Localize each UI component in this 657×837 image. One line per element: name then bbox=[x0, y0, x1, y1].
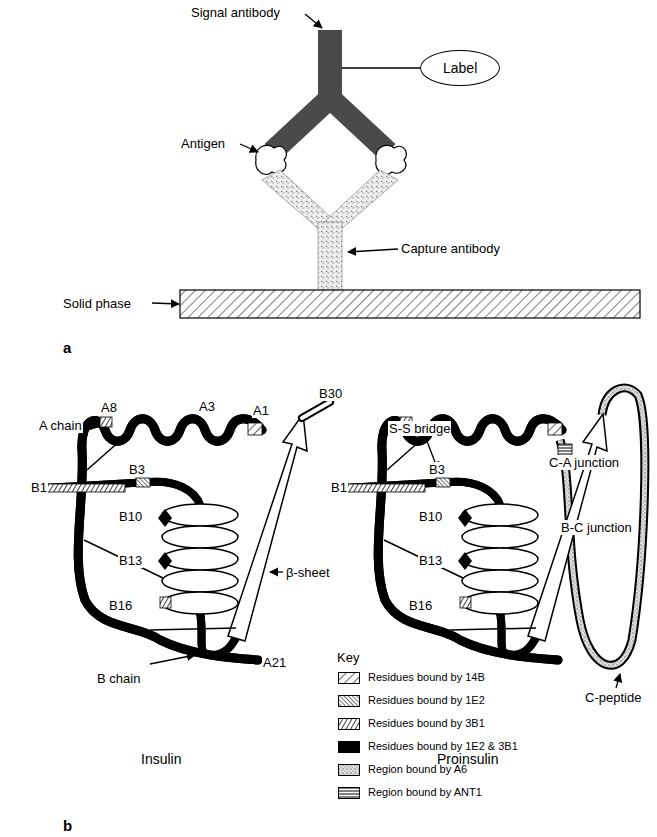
text-label: C-peptide bbox=[584, 690, 642, 705]
text-label: a bbox=[62, 340, 72, 355]
legend-row: Residues bound by 1E2 bbox=[338, 689, 518, 712]
swatch-fill bbox=[339, 741, 360, 752]
drawing-line bbox=[270, 571, 283, 572]
legend-swatch bbox=[338, 718, 360, 730]
drawing-rect bbox=[318, 222, 342, 290]
proinsulin-ribbon bbox=[345, 388, 645, 665]
legend-text: Residues bound by 3B1 bbox=[368, 717, 485, 730]
swatch-fill bbox=[339, 672, 360, 683]
text-label: b bbox=[62, 818, 73, 833]
drawing-line bbox=[272, 98, 330, 152]
text-label: Solid phase bbox=[62, 296, 132, 311]
legend-text: Residues bound by 14B bbox=[368, 671, 485, 684]
legend-row: Region bound by ANT1 bbox=[338, 781, 518, 804]
drawing-path bbox=[256, 145, 287, 174]
text-label: B10 bbox=[418, 509, 443, 524]
text-label: B13 bbox=[418, 553, 443, 568]
text-label: β-sheet bbox=[285, 565, 331, 580]
text-label: A3 bbox=[198, 399, 216, 414]
text-label: B-C junction bbox=[560, 520, 633, 535]
drawing-g bbox=[152, 14, 398, 304]
text-label: A chain bbox=[38, 418, 83, 433]
legend-row: Region bound by A6 bbox=[338, 758, 518, 781]
swatch-fill bbox=[339, 695, 360, 706]
sandwich-assay bbox=[152, 14, 640, 318]
label-ellipse: Label bbox=[420, 50, 500, 86]
text-label: A21 bbox=[262, 655, 287, 670]
drawing-line bbox=[348, 249, 398, 252]
text-label: C-A junction bbox=[548, 455, 620, 470]
swatch-fill bbox=[339, 764, 360, 775]
text-label: A8 bbox=[100, 400, 118, 415]
drawing-g bbox=[86, 425, 620, 688]
text-label: Signal antibody bbox=[190, 5, 281, 20]
text-label: B1 bbox=[30, 480, 48, 495]
text-label: A1 bbox=[252, 403, 270, 418]
legend-text: Region bound by A6 bbox=[368, 763, 467, 776]
text-label: B16 bbox=[108, 598, 133, 613]
drawing-use bbox=[345, 414, 607, 660]
drawing-path bbox=[302, 402, 330, 418]
legend-text: Residues bound by 1E2 & 3B1 bbox=[368, 740, 518, 753]
legend: Residues bound by 14B Residues bound by 1… bbox=[338, 666, 518, 804]
legend-swatch bbox=[338, 764, 360, 776]
drawing-line bbox=[342, 67, 420, 69]
drawing-line bbox=[616, 674, 620, 688]
text-label: B10 bbox=[118, 509, 143, 524]
text-label: B3 bbox=[428, 462, 446, 477]
swatch-fill bbox=[339, 787, 360, 798]
node-text: Label bbox=[443, 60, 477, 76]
text-label: Key bbox=[336, 650, 360, 665]
text-label: B30 bbox=[318, 386, 343, 401]
legend-text: Residues bound by 1E2 bbox=[368, 694, 485, 707]
swatch-fill bbox=[339, 718, 360, 729]
drawing-use bbox=[45, 414, 307, 660]
text-label: B chain bbox=[96, 671, 141, 686]
drawing-line bbox=[305, 14, 322, 28]
drawing-line bbox=[150, 655, 195, 664]
legend-row: Residues bound by 14B bbox=[338, 666, 518, 689]
drawing-line bbox=[152, 303, 179, 304]
drawing-path bbox=[302, 402, 330, 418]
legend-swatch bbox=[338, 741, 360, 753]
legend-swatch bbox=[338, 787, 360, 799]
text-label: Insulin bbox=[140, 752, 182, 767]
drawing-line bbox=[240, 144, 258, 152]
text-label: Antigen bbox=[180, 136, 226, 151]
text-label: Capture antibody bbox=[400, 241, 501, 256]
drawing-rect bbox=[180, 290, 640, 318]
text-label: B13 bbox=[118, 553, 143, 568]
legend-swatch bbox=[338, 695, 360, 707]
drawing-line bbox=[86, 425, 98, 427]
text-label: B3 bbox=[128, 462, 146, 477]
legend-row: Residues bound by 1E2 & 3B1 bbox=[338, 735, 518, 758]
legend-swatch bbox=[338, 672, 360, 684]
text-label: S-S bridge bbox=[388, 421, 451, 436]
text-label: B16 bbox=[408, 598, 433, 613]
insulin-ribbon bbox=[45, 402, 330, 660]
legend-row: Residues bound by 3B1 bbox=[338, 712, 518, 735]
drawing-line bbox=[330, 98, 388, 152]
legend-text: Region bound by ANT1 bbox=[368, 786, 482, 799]
text-label: B1 bbox=[330, 480, 348, 495]
